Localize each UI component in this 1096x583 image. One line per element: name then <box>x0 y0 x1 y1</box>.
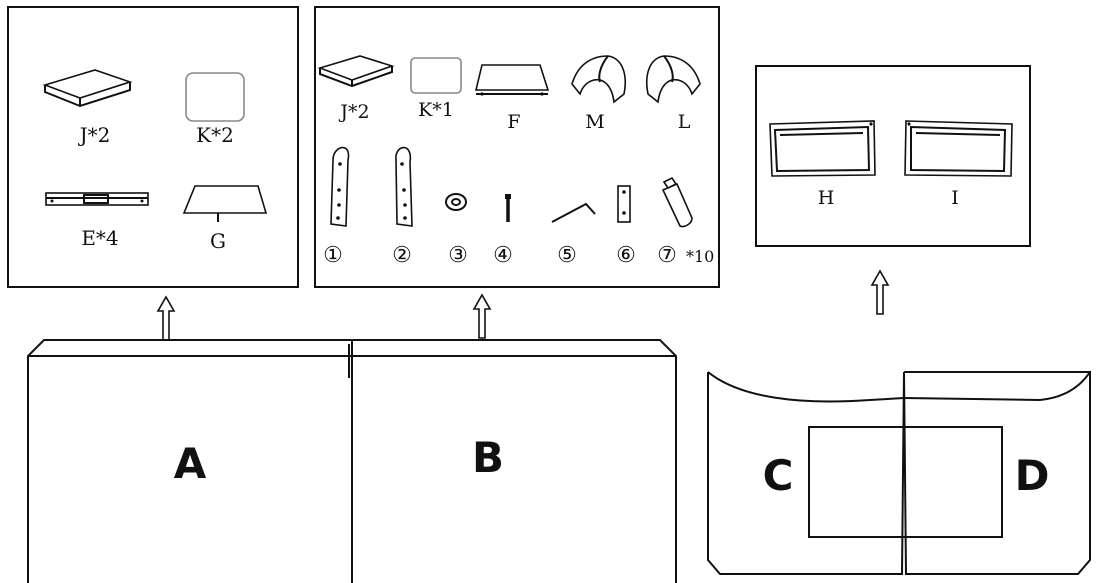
allen-key-icon <box>551 202 596 223</box>
part-label-h: H <box>818 187 835 209</box>
box-label-b: B <box>472 433 504 482</box>
arrow-up-icon <box>472 293 492 339</box>
part-label-j: J*2 <box>338 101 369 123</box>
parts-panel-b: J*2 K*1 F M L ① <box>314 6 720 288</box>
part-label-e: E*4 <box>81 226 118 250</box>
box-label-d: D <box>1015 451 1050 500</box>
part-label-l: L <box>678 111 691 133</box>
box-b: B <box>348 339 677 583</box>
part-label-i: I <box>951 187 959 209</box>
cushion-icon <box>317 55 395 88</box>
hardware-label-3: ③ <box>448 243 468 268</box>
box-a: A <box>27 339 353 583</box>
panel-icon <box>410 57 462 94</box>
part-label-j: J*2 <box>78 123 111 147</box>
left-bracket-icon <box>330 146 350 227</box>
plate-icon <box>617 185 631 223</box>
armrest-icon <box>571 55 626 104</box>
part-label-k: K*2 <box>196 123 234 147</box>
panel-icon <box>185 72 245 122</box>
part-label-m: M <box>585 111 604 133</box>
hardware-label-4: ④ <box>493 243 513 268</box>
parts-panel-hi: H I <box>755 65 1031 247</box>
hardware-label-5: ⑤ <box>557 243 577 268</box>
part-label-g: G <box>210 229 226 253</box>
leg-icon <box>661 176 693 228</box>
parts-panel-a: J*2 K*2 E*4 G <box>7 6 299 288</box>
cushion-icon <box>42 69 133 108</box>
board-icon <box>474 64 550 96</box>
box-cd: C D <box>707 371 1091 575</box>
box-label-a: A <box>174 439 207 488</box>
bolt-icon <box>505 194 511 222</box>
arrow-up-icon <box>156 295 176 341</box>
rail-icon <box>45 192 149 206</box>
part-label-f: F <box>507 111 520 133</box>
frame-icon <box>769 120 876 177</box>
armrest-icon <box>646 55 701 104</box>
hardware-label-2: ② <box>392 243 412 268</box>
right-bracket-icon <box>395 146 413 227</box>
hardware-label-1: ① <box>323 243 343 268</box>
box-label-c: C <box>763 451 794 500</box>
washer-icon <box>445 193 467 211</box>
table-top-icon <box>182 185 268 222</box>
part-label-k: K*1 <box>418 99 454 121</box>
hardware-label-7: ⑦ <box>657 243 677 268</box>
arrow-up-icon <box>870 269 890 315</box>
frame-icon <box>904 120 1013 177</box>
hardware-label-6: ⑥ <box>616 243 636 268</box>
hardware-quantity-note: *10 <box>686 247 714 266</box>
